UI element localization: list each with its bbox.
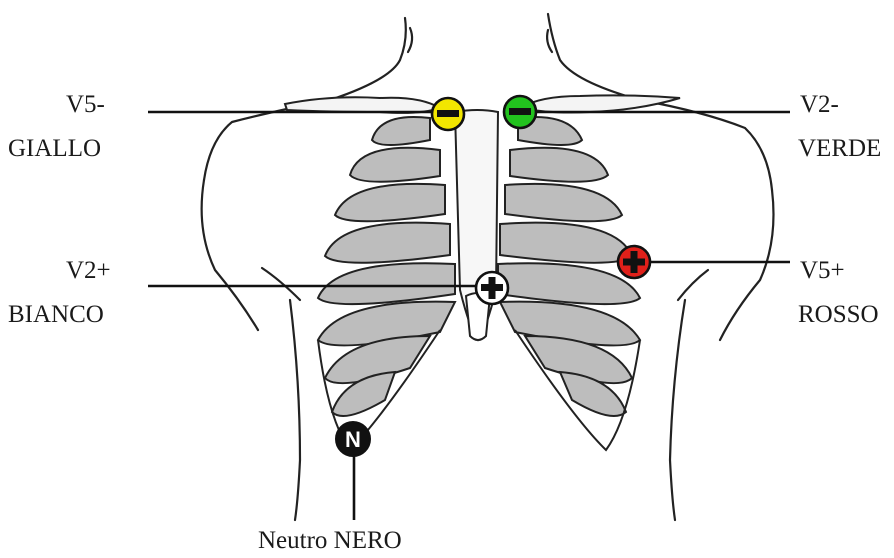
label-v2-plus-line2: BIANCO xyxy=(8,301,104,328)
minus-icon xyxy=(509,108,531,115)
label-neutral: Neutro NERO xyxy=(258,527,402,554)
label-v5-minus-line1: V5- xyxy=(66,91,105,118)
electrode-v2-plus xyxy=(476,272,508,304)
plus-icon-v xyxy=(631,251,638,273)
plus-icon-v xyxy=(489,277,496,299)
minus-icon xyxy=(437,110,459,117)
electrode-v2-minus xyxy=(504,96,536,128)
neutral-symbol: N xyxy=(345,427,361,452)
label-v2-minus-line2: VERDE xyxy=(798,135,881,162)
label-v5-plus-line2: ROSSO xyxy=(798,301,879,328)
electrode-v5-plus xyxy=(618,246,650,278)
label-v2-minus-line1: V2- xyxy=(800,91,839,118)
electrode-v5-minus xyxy=(432,98,464,130)
label-v2-plus-line1: V2+ xyxy=(66,257,111,284)
electrode-neutral: N xyxy=(336,422,370,456)
label-v5-plus-line1: V5+ xyxy=(800,257,845,284)
label-v5-minus-line2: GIALLO xyxy=(8,135,101,162)
